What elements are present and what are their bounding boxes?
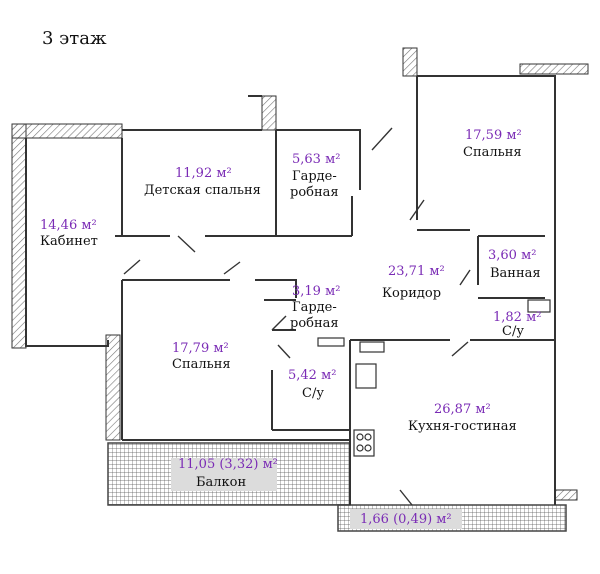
- balcony-small-area: 1,66 (0,49) м²: [360, 512, 452, 527]
- room-name-kids-bedroom: Детская спальня: [144, 183, 261, 198]
- room-area-wardrobe-2: 3,19 м²: [292, 284, 341, 299]
- balcony-main-area: 11,05 (3,32) м²: [178, 457, 278, 472]
- room-name-wardrobe-2-line1: Гарде-: [292, 300, 337, 315]
- room-name-bedroom-bottom: Спальня: [172, 357, 231, 372]
- balcony-small-shape: [337, 504, 567, 532]
- room-name-kitchen-living: Кухня-гостиная: [408, 419, 517, 434]
- room-area-wardrobe-1: 5,63 м²: [292, 152, 341, 167]
- room-area-corridor: 23,71 м²: [388, 264, 445, 279]
- fixtures: [317, 299, 551, 457]
- room-name-bathroom: Ванная: [490, 266, 541, 281]
- room-area-bedroom-top: 17,59 м²: [465, 128, 522, 143]
- balcony-main-name: Балкон: [196, 475, 247, 490]
- room-area-bathroom: 3,60 м²: [488, 248, 537, 263]
- exterior-walls: [11, 47, 589, 501]
- room-area-wc-1: 1,82 м²: [493, 310, 542, 325]
- floor-title: 3 этаж: [42, 28, 107, 49]
- room-area-bedroom-bottom: 17,79 м²: [172, 341, 229, 356]
- room-name-office: Кабинет: [40, 234, 98, 249]
- room-area-kids-bedroom: 11,92 м²: [175, 166, 232, 181]
- room-name-corridor: Коридор: [382, 286, 442, 301]
- room-name-wardrobe-2-line2: робная: [290, 316, 339, 331]
- door-swings: [123, 127, 471, 506]
- room-area-office: 14,46 м²: [40, 218, 97, 233]
- room-area-wc-2: 5,42 м²: [288, 368, 337, 383]
- room-name-wardrobe-1-line1: Гарде-: [292, 169, 337, 184]
- room-name-wardrobe-1-line2: робная: [290, 185, 339, 200]
- room-area-kitchen-living: 26,87 м²: [434, 402, 491, 417]
- room-name-bedroom-top: Спальня: [463, 145, 522, 160]
- room-name-wc-1: С/у: [502, 324, 524, 339]
- balcony-main-shape: [107, 442, 351, 506]
- walls: [25, 75, 556, 505]
- room-name-wc-2: С/у: [302, 386, 324, 401]
